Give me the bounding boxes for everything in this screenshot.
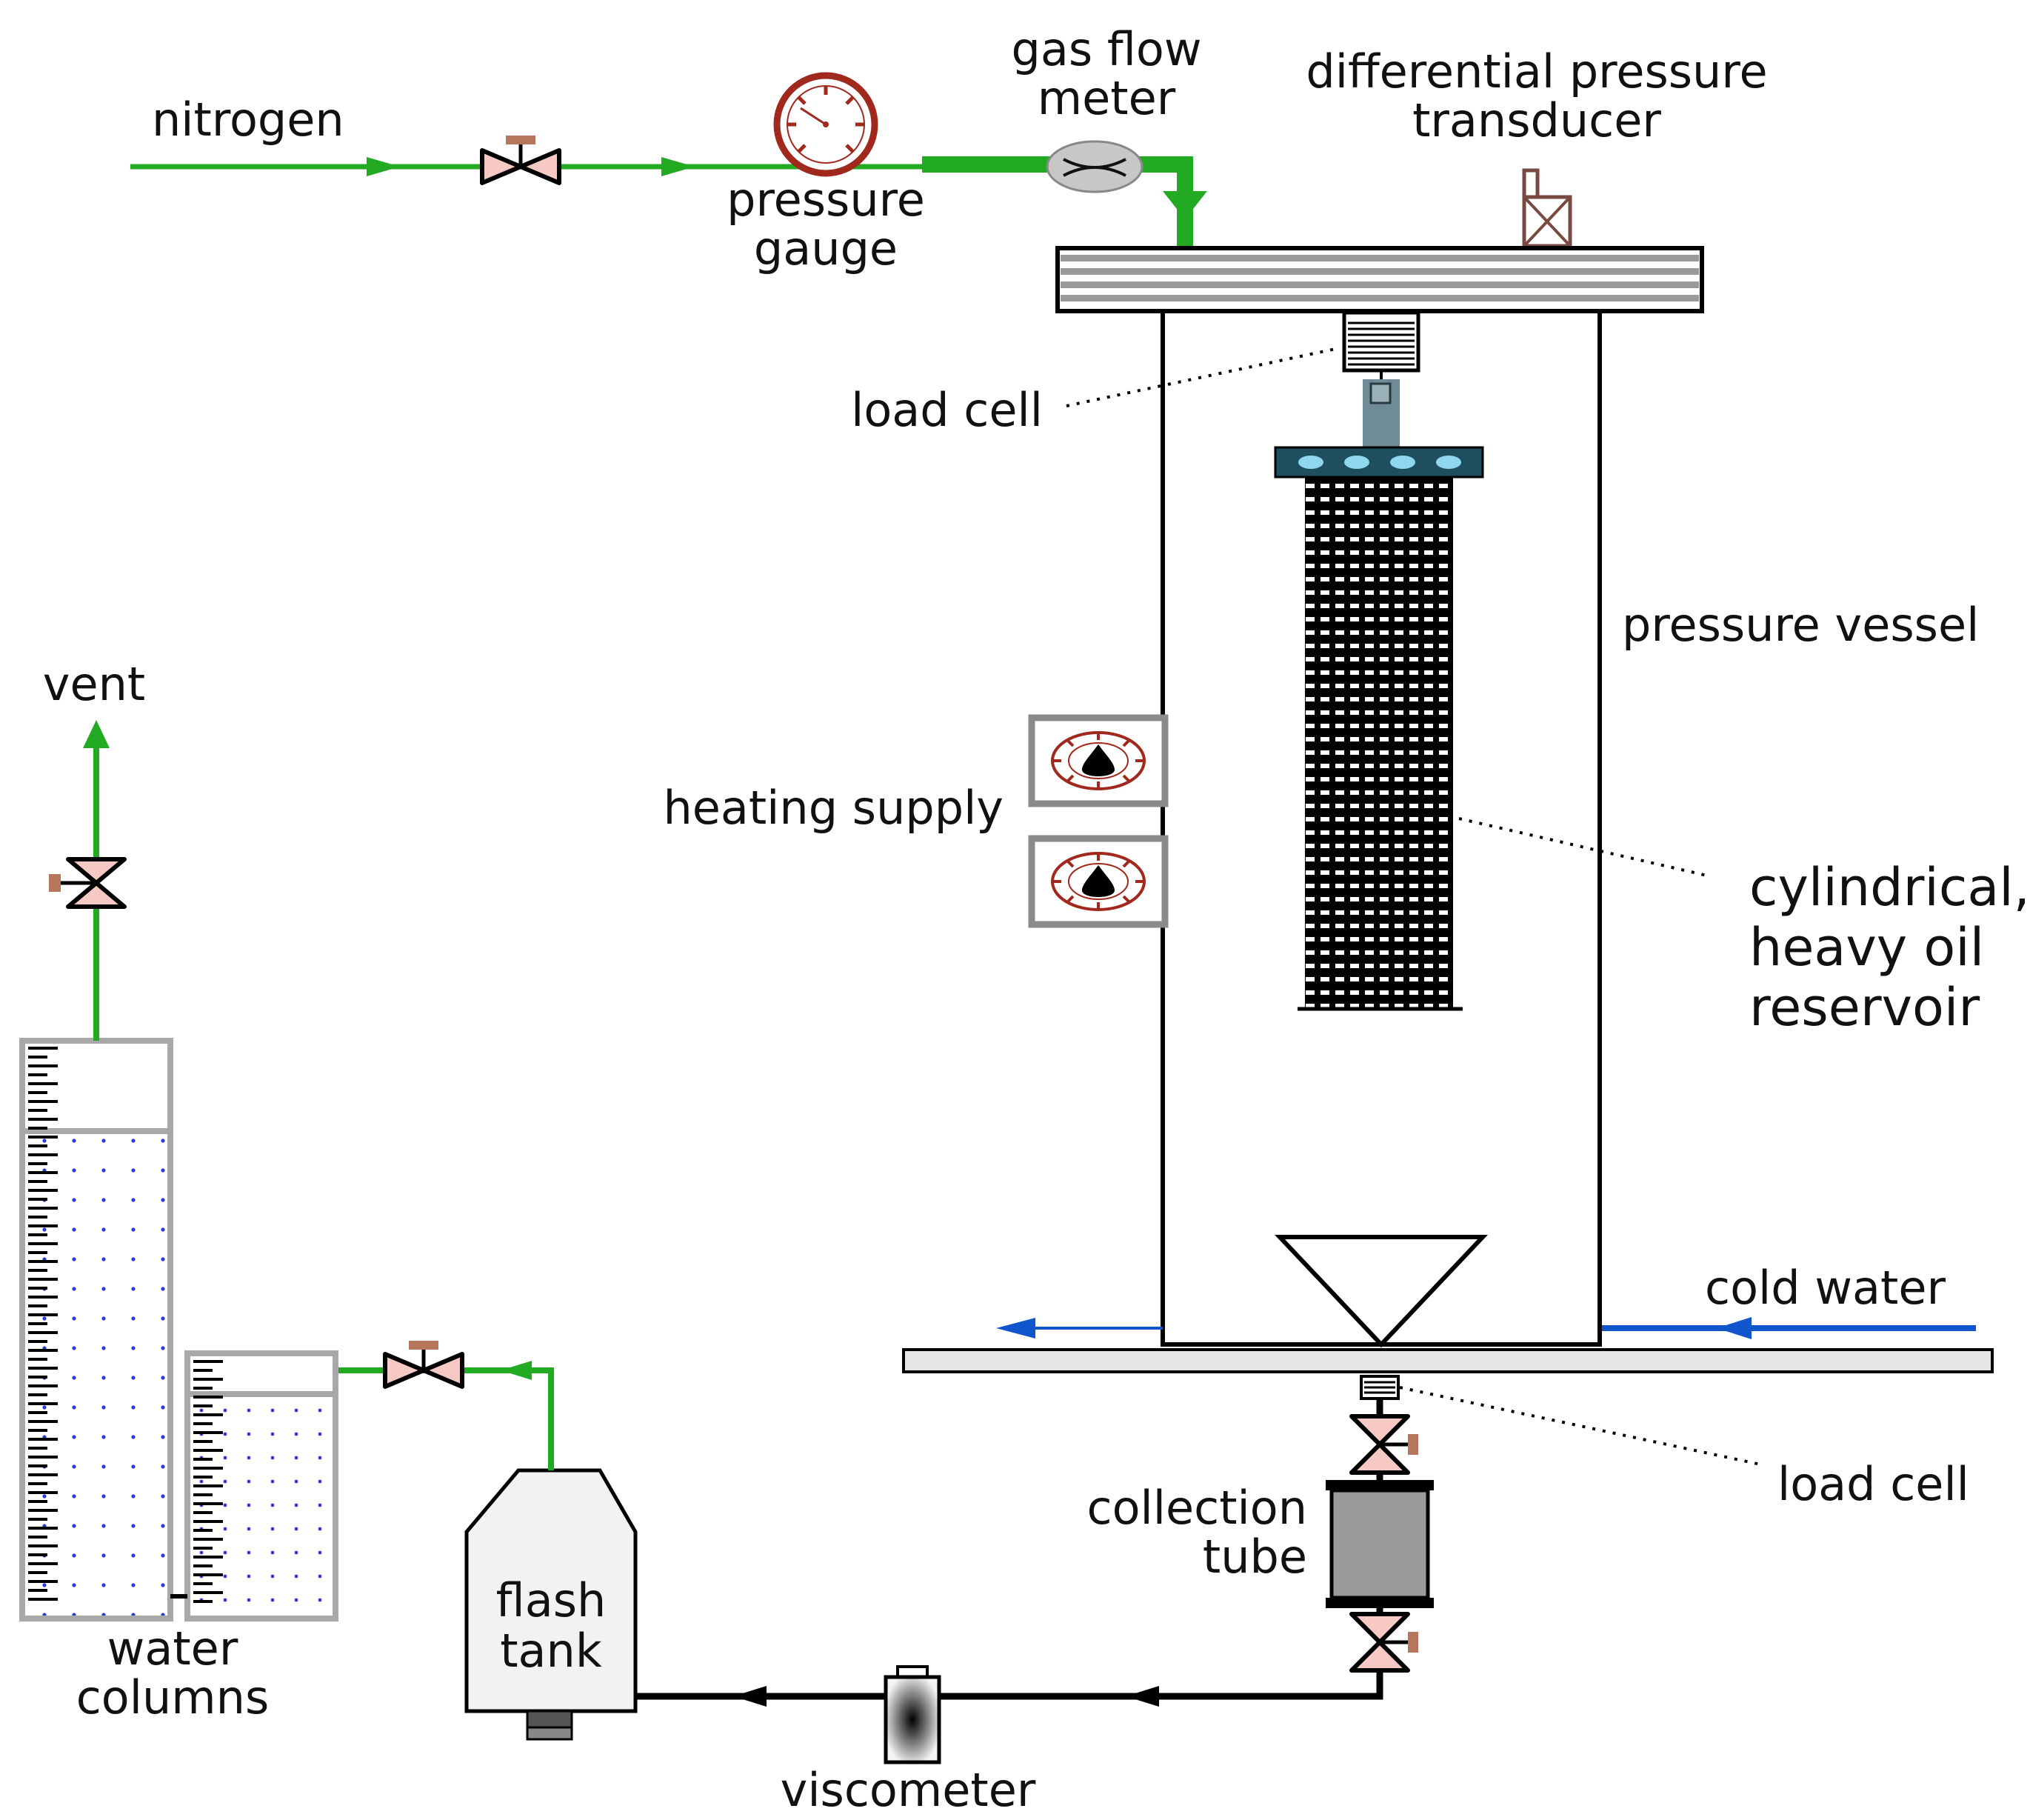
water-column-short xyxy=(184,1350,338,1621)
vent-arrow-icon xyxy=(83,720,110,748)
reservoir-label-3: reservoir xyxy=(1749,977,1980,1038)
flash-gas-valve xyxy=(383,1341,464,1389)
nitrogen-supply-line xyxy=(130,156,1207,246)
nitrogen-valve xyxy=(480,136,561,185)
pressure-gauge-label-2: gauge xyxy=(754,221,898,276)
heater-knob-icon xyxy=(1082,744,1115,776)
cold-water-label: cold water xyxy=(1705,1261,1946,1315)
valve-handle-icon xyxy=(1408,1632,1418,1653)
gas-feed-arrow xyxy=(1163,191,1207,219)
cold-water-in xyxy=(1602,1317,1976,1339)
water-columns-label-2: columns xyxy=(76,1670,270,1724)
top-load-cell xyxy=(1342,310,1420,450)
valve-handle-icon xyxy=(49,874,61,892)
vent-label: vent xyxy=(43,657,145,711)
column-scale xyxy=(193,1360,223,1603)
flow-arrow-1 xyxy=(367,157,400,176)
gas-flow-meter-label-1: gas flow xyxy=(1011,22,1201,76)
load-cell-bottom-leader xyxy=(1399,1386,1765,1467)
water-column-tall xyxy=(19,1038,173,1621)
load-cell-top-label: load cell xyxy=(851,383,1043,437)
valve-handle-icon xyxy=(1408,1434,1418,1455)
pressure-vessel-label: pressure vessel xyxy=(1622,598,1979,652)
vessel-platform xyxy=(902,1348,1994,1373)
collection-tube-label-2: tube xyxy=(1203,1530,1307,1584)
reservoir-label-2: heavy oil xyxy=(1749,917,1984,978)
reservoir-bracket xyxy=(1274,446,1484,479)
dp-transducer xyxy=(1522,168,1572,248)
column-scale xyxy=(28,1047,58,1601)
cold-water-out xyxy=(996,1318,1163,1339)
collection-funnel xyxy=(1275,1235,1488,1348)
valve-handle-icon xyxy=(506,136,535,144)
flow-arrow-2 xyxy=(661,157,695,176)
flash-tank xyxy=(464,1468,638,1741)
load-cell-bottom-label: load cell xyxy=(1777,1457,1969,1511)
pressure-gauge xyxy=(773,72,878,177)
collection-valve-upper xyxy=(1349,1414,1418,1475)
nitrogen-label: nitrogen xyxy=(152,93,344,147)
dp-transducer-label-1: differential pressure xyxy=(1306,44,1767,99)
collection-tube xyxy=(1326,1480,1434,1608)
heater-knob-icon xyxy=(1082,865,1115,897)
heavy-oil-reservoir xyxy=(1298,477,1463,1011)
valve-handle-icon xyxy=(409,1341,438,1350)
vent-valve xyxy=(49,857,127,909)
dp-transducer-label-2: transducer xyxy=(1412,93,1661,147)
water-columns-label-1: water xyxy=(107,1621,238,1676)
heating-supply-1 xyxy=(1028,714,1169,807)
viscometer xyxy=(884,1665,941,1764)
flash-tank-label-2: tank xyxy=(500,1624,602,1678)
viscometer-label: viscometer xyxy=(781,1763,1036,1817)
heating-supply-2 xyxy=(1028,835,1169,928)
flash-tank-label-1: flash xyxy=(496,1573,607,1627)
gas-flow-meter xyxy=(1046,140,1143,193)
gas-flow-meter-label-2: meter xyxy=(1038,71,1176,125)
reservoir-leader xyxy=(1458,817,1708,877)
collection-tube-label-1: collection xyxy=(1087,1481,1307,1535)
bottom-load-cell xyxy=(1360,1375,1400,1400)
liquid-return-line xyxy=(637,1669,1383,1707)
collection-valve-lower xyxy=(1349,1612,1418,1673)
pressure-gauge-label-1: pressure xyxy=(727,173,925,227)
heating-supply-label: heating supply xyxy=(663,781,1004,835)
reservoir-label-1: cylindrical, xyxy=(1749,857,2030,918)
